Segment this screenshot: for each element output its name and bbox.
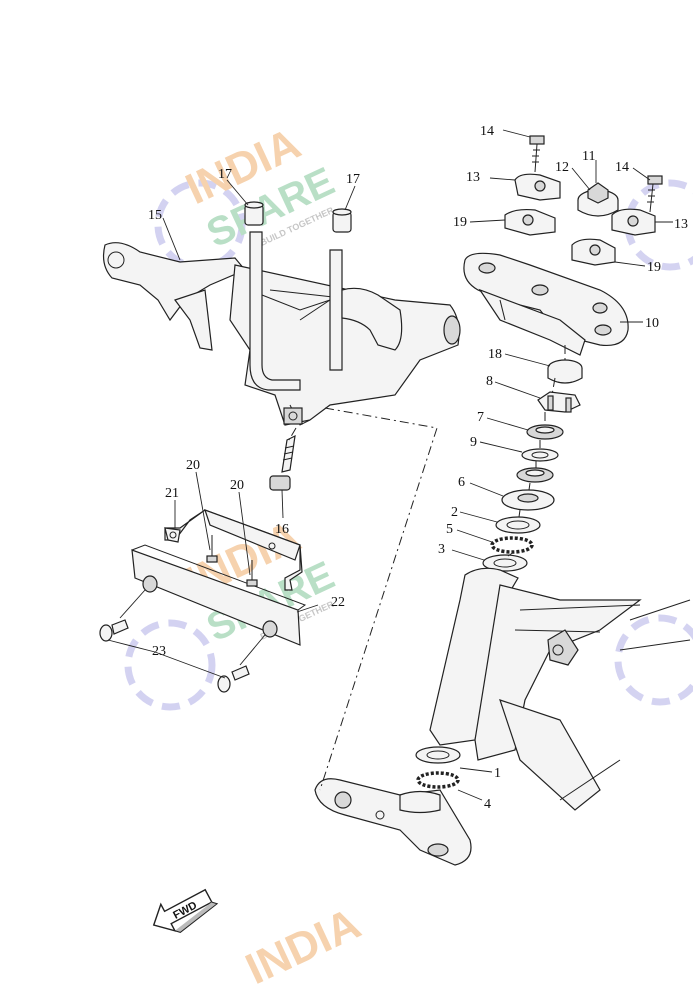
- callout-11: 11: [582, 149, 595, 164]
- bolt-23-left: [99, 619, 129, 642]
- callout-5: 5: [446, 522, 453, 537]
- callout-12: 12: [555, 160, 569, 175]
- race-2: [495, 516, 541, 534]
- assembly-guide-line: [319, 407, 438, 791]
- callout-13-left: 13: [466, 170, 480, 185]
- callout-21: 21: [165, 486, 179, 501]
- callout-15: 15: [148, 208, 162, 223]
- handlebar-bracket-assembly: [102, 201, 461, 491]
- leader-lines: [107, 129, 673, 801]
- bolt-16: [269, 434, 296, 491]
- top-bracket-10: [463, 252, 629, 356]
- callout-17-right: 17: [346, 172, 360, 187]
- callout-23: 23: [152, 644, 166, 659]
- callout-4: 4: [484, 797, 491, 812]
- cover-6: [501, 489, 555, 511]
- watermark-bottom: INDIA: [239, 899, 368, 990]
- race-3: [482, 554, 528, 572]
- callouts: 14 13 19 12 11 14 13 19 10 18 8 7 9 6 2 …: [148, 124, 688, 812]
- race-1: [415, 746, 461, 764]
- balls-4: [416, 771, 460, 789]
- callout-19-left: 19: [453, 215, 467, 230]
- callout-14-left: 14: [480, 124, 494, 139]
- washer-9: [521, 448, 559, 462]
- callout-6: 6: [458, 475, 465, 490]
- frame: [429, 567, 691, 811]
- callout-3: 3: [438, 542, 445, 557]
- balls-5: [490, 536, 534, 554]
- nut-11-washer-12: [577, 182, 619, 217]
- callout-2: 2: [451, 505, 458, 520]
- callout-16: 16: [275, 522, 289, 537]
- callout-18: 18: [488, 347, 502, 362]
- callout-9: 9: [470, 435, 477, 450]
- watermark-right: [614, 179, 693, 706]
- callout-8: 8: [486, 374, 493, 389]
- clamp-19-left: [504, 208, 556, 236]
- ring-nut-7: [526, 424, 564, 440]
- callout-14-right: 14: [615, 160, 629, 175]
- callout-10: 10: [645, 316, 659, 331]
- plate-bracket-21: [164, 509, 303, 591]
- steering-stem-stack: [482, 359, 583, 572]
- watermark-line1: INDIA: [239, 899, 368, 990]
- callout-20-right: 20: [230, 478, 244, 493]
- clamp-13-left: [514, 173, 561, 201]
- bolt-14-left: [529, 135, 545, 173]
- ring-nut-extra: [516, 467, 554, 483]
- screw-20-right: [246, 560, 258, 587]
- stem-axis-line: [507, 345, 566, 557]
- callout-7: 7: [477, 410, 484, 425]
- fwd-arrow-icon: FWD: [152, 888, 219, 933]
- under-bracket: [314, 778, 472, 866]
- lock-washer-8: [537, 391, 581, 413]
- callout-20-left: 20: [186, 458, 200, 473]
- callout-17-left: 17: [218, 167, 232, 182]
- plate-22: [131, 544, 307, 646]
- callout-13-right: 13: [674, 217, 688, 232]
- callout-22: 22: [331, 595, 345, 610]
- callout-19-right: 19: [647, 260, 661, 275]
- bolt-23-right: [217, 665, 250, 693]
- callout-1: 1: [494, 766, 501, 781]
- clamp-19-right: [571, 238, 616, 266]
- clamp-13-right: [611, 208, 656, 236]
- bolt-14-right: [647, 175, 663, 213]
- bushing-18: [547, 359, 583, 384]
- bolt-guide-line: [288, 427, 297, 441]
- screw-20-left: [206, 535, 218, 563]
